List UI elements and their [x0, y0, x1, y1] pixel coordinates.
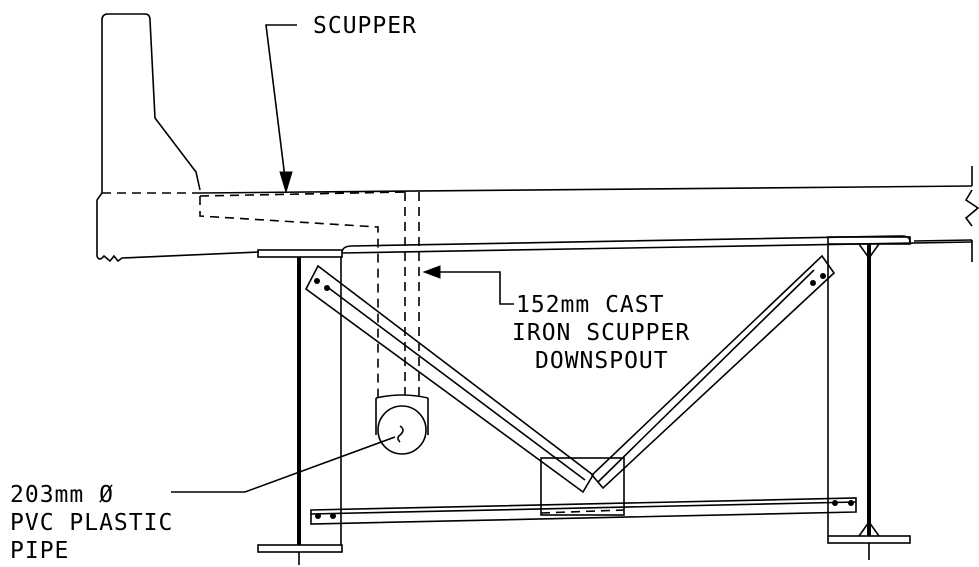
downspout-arrowhead — [422, 265, 441, 279]
scupper-box-outline — [199, 196, 379, 400]
bolt — [810, 280, 816, 286]
pipe-leader-line — [171, 436, 396, 493]
downspout-label-line3: DOWNSPOUT — [535, 348, 669, 374]
deck-break-symbol — [964, 166, 979, 262]
pipe-cradle — [375, 394, 429, 435]
parapet-barrier — [101, 13, 201, 193]
downspout-leader-line — [432, 271, 514, 305]
bolt — [314, 278, 320, 284]
bolt — [324, 285, 330, 291]
bolt — [315, 513, 321, 519]
right-girder-fillet — [858, 243, 880, 537]
scupper-label: SCUPPER — [313, 13, 417, 39]
bottom-strut — [310, 497, 857, 525]
bolt — [330, 513, 336, 519]
right-diagonal-brace — [590, 254, 836, 490]
gusset-lower-edge — [540, 509, 625, 514]
scupper-box-top — [199, 191, 406, 197]
downspout-label-line2: IRON SCUPPER — [512, 320, 690, 346]
pipe-label-line3: PIPE — [10, 538, 69, 564]
deck-top-surface — [199, 185, 973, 194]
right-brace-angle-leg — [597, 269, 815, 483]
downspout-label-line1: 152mm CAST — [516, 292, 664, 318]
left-girder-bottom-flange — [257, 544, 343, 553]
gusset-plate — [540, 457, 625, 516]
bottom-strut-leg — [310, 501, 857, 515]
bolt — [820, 273, 826, 279]
deck-haunch-edge — [341, 235, 911, 254]
left-girder-top-flange — [257, 249, 343, 258]
bolt — [832, 500, 838, 506]
bolt — [848, 500, 854, 506]
pipe-label-line2: PVC PLASTIC — [10, 510, 173, 536]
left-brace-angle-leg — [325, 285, 586, 481]
deck-haunch-right — [913, 239, 973, 242]
pvc-pipe-circle — [377, 405, 427, 455]
pipe-label-line1: 203mm Ø — [10, 482, 114, 508]
pipe-centerline-mark — [397, 425, 404, 443]
deck-left-edge — [96, 192, 260, 263]
right-girder-bottom-flange — [827, 535, 911, 544]
scupper-leader-line — [265, 24, 297, 187]
scupper-arrowhead — [279, 171, 293, 194]
